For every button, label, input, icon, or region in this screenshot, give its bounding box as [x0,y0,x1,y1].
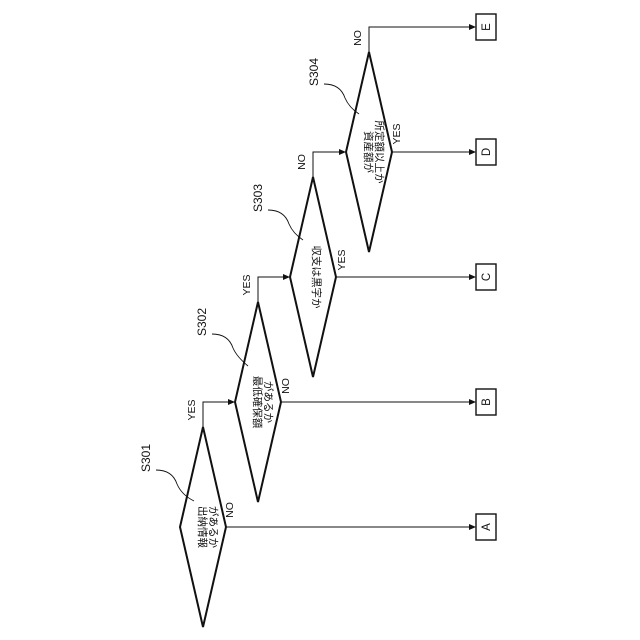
connector-line-s301-s302 [203,402,229,427]
connector-line-s304-e [369,27,470,52]
branch-label-s303-right: YES [336,249,348,270]
terminal-e: E [476,14,496,40]
branch-label-s304-right: YES [391,123,403,144]
step-leader-s304 [324,84,359,114]
step-leader-s302 [212,334,248,366]
connector-s301-a [226,524,476,530]
decision-text-s302-line2: があるか [262,381,275,423]
branch-label-s302-up: YES [241,274,253,295]
terminal-b: B [476,389,496,415]
arrowhead-s303-s304 [339,149,346,155]
step-label-s304: S304 [307,58,321,86]
connector-s302-s303 [258,274,290,302]
arrowhead-s302-b [469,399,476,405]
arrowhead-s304-e [469,24,476,30]
connector-s303-s304 [313,149,346,177]
arrowhead-s303-c [469,274,476,280]
terminal-d: D [476,139,496,165]
terminal-label-c: C [481,273,493,281]
decision-s301: 出納情報 があるか S301 YES NO [139,399,236,627]
branch-label-s304-up: NO [352,30,364,46]
arrowhead-s304-d [469,149,476,155]
terminal-label-b: B [481,398,493,406]
decision-text-s301-line2: があるか [207,506,220,548]
arrowhead-s302-s303 [283,274,290,280]
connector-line-s303-s304 [313,152,340,177]
step-label-s301: S301 [139,444,153,472]
connector-s304-e [369,24,476,52]
branch-label-s303-up: NO [296,154,308,170]
connector-s304-d [392,149,476,155]
connector-s302-b [281,399,476,405]
connector-line-s302-s303 [258,277,284,302]
decision-text-s304-line2: 所定額以上か [373,121,386,184]
terminal-label-e: E [481,23,493,31]
arrowhead-s301-a [469,524,476,530]
branch-label-s301-right: NO [224,502,236,518]
arrowhead-s301-s302 [228,399,235,405]
step-label-s302: S302 [195,308,209,336]
branch-label-s302-right: NO [280,378,292,394]
step-leader-s303 [268,210,303,240]
decision-text-s303-line1: 収支は黒字か [310,246,323,309]
branch-label-s301-up: YES [186,399,198,420]
terminal-a: A [476,514,496,540]
step-label-s303: S303 [251,184,265,212]
terminal-c: C [476,264,496,290]
connector-s301-s302 [203,399,235,427]
connector-s303-c [336,274,476,280]
terminal-label-a: A [481,523,493,531]
terminal-label-d: D [481,148,493,156]
